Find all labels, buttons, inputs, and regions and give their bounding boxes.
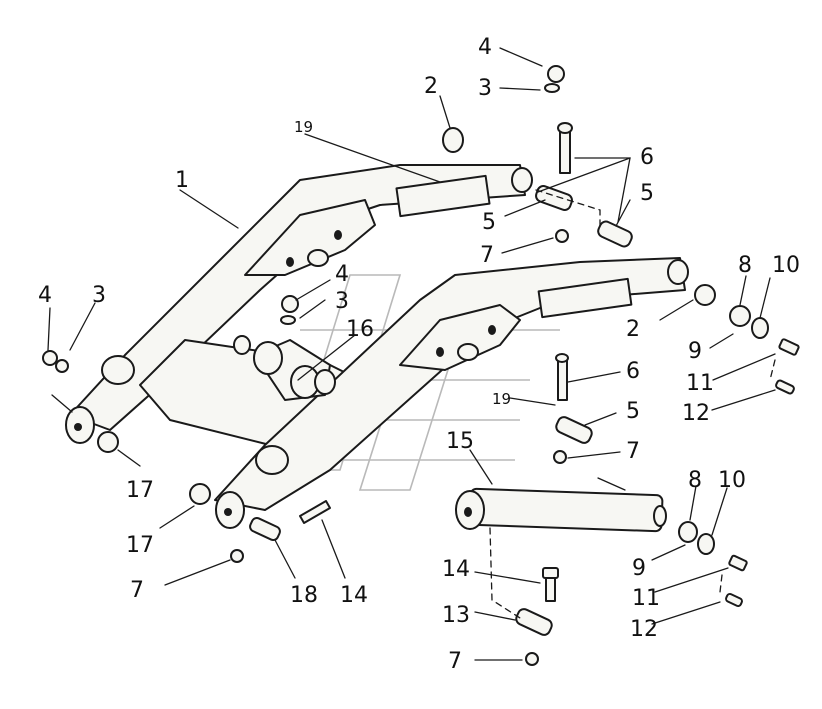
callout-11: 11	[686, 371, 714, 396]
callout-11: 11	[632, 586, 660, 611]
callout-7: 7	[626, 439, 640, 464]
callout-4: 4	[38, 283, 52, 308]
bracket-16	[233, 335, 336, 401]
cylinder-15	[455, 487, 667, 533]
assembly-lines	[51, 189, 776, 619]
callout-16: 16	[346, 317, 374, 342]
callout-12: 12	[630, 617, 658, 642]
callout-8: 8	[688, 468, 702, 493]
callout-6: 6	[640, 145, 654, 170]
callout-14: 14	[340, 583, 368, 608]
callout-7: 7	[130, 578, 144, 603]
callout-19: 19	[294, 118, 313, 136]
callout-2: 2	[626, 317, 640, 342]
callout-4: 4	[335, 262, 349, 287]
callout-7: 7	[480, 243, 494, 268]
callout-13: 13	[442, 603, 470, 628]
callout-8: 8	[738, 253, 752, 278]
callout-14: 14	[442, 557, 470, 582]
callout-10: 10	[718, 468, 746, 493]
callout-9: 9	[632, 556, 646, 581]
callout-5: 5	[640, 181, 654, 206]
callout-labels: 1 2 2 3 3 3 4 4 4 5 5 5 6 6 7 7 7 7 8 8 …	[38, 35, 800, 674]
callout-3: 3	[92, 283, 106, 308]
callout-6: 6	[626, 359, 640, 384]
callout-7: 7	[448, 649, 462, 674]
callout-9: 9	[688, 339, 702, 364]
boom-frame	[65, 164, 689, 529]
callout-4: 4	[478, 35, 492, 60]
leader-lines	[47, 47, 776, 661]
callout-15: 15	[446, 429, 474, 454]
callout-12: 12	[682, 401, 710, 426]
callout-5: 5	[482, 210, 496, 235]
callout-5: 5	[626, 399, 640, 424]
callout-1: 1	[175, 168, 189, 193]
callout-17: 17	[126, 478, 154, 503]
callout-3: 3	[335, 289, 349, 314]
callout-19: 19	[492, 390, 511, 408]
callout-2: 2	[424, 74, 438, 99]
small-parts	[42, 65, 800, 666]
callout-10: 10	[772, 253, 800, 278]
callout-17: 17	[126, 533, 154, 558]
callout-3: 3	[478, 76, 492, 101]
callout-18: 18	[290, 583, 318, 608]
